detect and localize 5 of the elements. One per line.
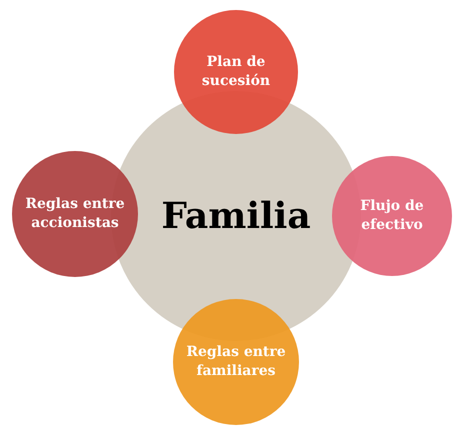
circle-label: Familia <box>161 194 311 238</box>
circle-label: Reglas entre accionistas <box>24 195 126 233</box>
circle-label: Reglas entre familiares <box>185 343 287 381</box>
circle-label: Plan de sucesión <box>200 53 272 91</box>
circle-label: Flujo de efectivo <box>359 197 425 235</box>
